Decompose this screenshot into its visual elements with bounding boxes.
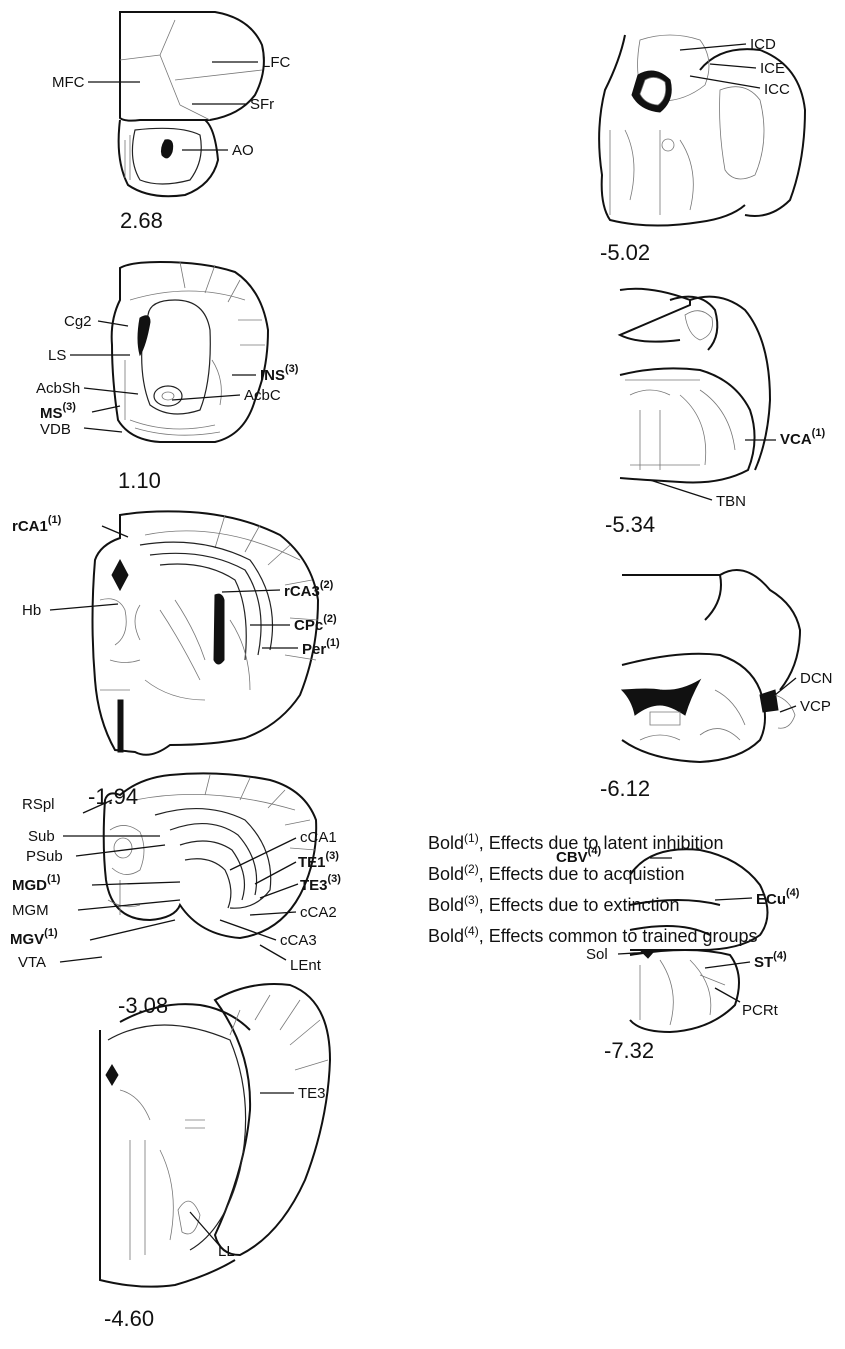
label-cg2: Cg2 [64, 314, 92, 329]
label-per: Per(1) [302, 640, 340, 657]
label-dcn: DCN [800, 671, 833, 686]
label-cca1: cCA1 [300, 830, 337, 845]
label-lfc: LFC [262, 55, 290, 70]
label-acbc: AcbC [244, 388, 281, 403]
section-coordinate-1-10: 1.10 [118, 470, 161, 492]
label-ins: INS(3) [260, 366, 298, 383]
label-rca1: rCA1(1) [12, 517, 61, 534]
section-coordinate-minus-4-60: -4.60 [104, 1308, 154, 1330]
label-ice: ICE [760, 61, 785, 76]
label-mgv: MGV(1) [10, 930, 58, 947]
label-vcp: VCP [800, 699, 831, 714]
section-1-10-drawing [112, 262, 268, 442]
label-cca2: cCA2 [300, 905, 337, 920]
label-sfr: SFr [250, 97, 274, 112]
label-sol: Sol [586, 947, 608, 962]
legend-item: Bold(3), Effects due to extinction [428, 887, 758, 918]
label-psub: PSub [26, 849, 63, 864]
label-cca3: cCA3 [280, 933, 317, 948]
label-icc: ICC [764, 82, 790, 97]
section-coordinate-minus-6-12: -6.12 [600, 778, 650, 800]
label-pcrt: PCRt [742, 1003, 778, 1018]
section-coordinate-minus-5-34: -5.34 [605, 514, 655, 536]
label-tbn: TBN [716, 494, 746, 509]
section-coordinate-minus-3-08: -3.08 [118, 995, 168, 1017]
label-ls: LS [48, 348, 66, 363]
label-mgd: MGD(1) [12, 876, 60, 893]
label-te3: TE3(3) [300, 876, 341, 893]
label-st: ST(4) [754, 953, 787, 970]
label-icd: ICD [750, 37, 776, 52]
label-lent: LEnt [290, 958, 321, 973]
label-mgm: MGM [12, 903, 49, 918]
label-acbsh: AcbSh [36, 381, 80, 396]
label-ll: LL [218, 1244, 235, 1259]
label-hb: Hb [22, 603, 41, 618]
section-coordinate-minus-5-02: -5.02 [600, 242, 650, 264]
section-coordinate-minus-1-94: -1.94 [88, 786, 138, 808]
label-vta: VTA [18, 955, 46, 970]
section-minus-5-34-drawing [620, 289, 770, 483]
label-ao: AO [232, 143, 254, 158]
legend-item: Bold(1), Effects due to latent inhibitio… [428, 825, 758, 856]
label-ecu: ECu(4) [756, 890, 799, 907]
label-te1: TE1(3) [298, 853, 339, 870]
label-vdb: VDB [40, 422, 71, 437]
label-mfc: MFC [52, 75, 85, 90]
section-coordinate-2-68: 2.68 [120, 210, 163, 232]
label-rspl: RSpl [22, 797, 55, 812]
section-coordinate-minus-7-32: -7.32 [604, 1040, 654, 1062]
section-minus-6-12-drawing [622, 570, 800, 762]
legend: Bold(1), Effects due to latent inhibitio… [428, 825, 758, 949]
label-rca3: rCA3(2) [284, 582, 333, 599]
label-vca: VCA(1) [780, 430, 825, 447]
label-te3-plain: TE3 [298, 1086, 326, 1101]
label-cpc: CPc(2) [294, 616, 337, 633]
label-sub: Sub [28, 829, 55, 844]
legend-item: Bold(4), Effects common to trained group… [428, 918, 758, 949]
legend-item: Bold(2), Effects due to acquistion [428, 856, 758, 887]
section-minus-1-94-drawing [93, 511, 319, 754]
label-ms: MS(3) [40, 404, 76, 421]
